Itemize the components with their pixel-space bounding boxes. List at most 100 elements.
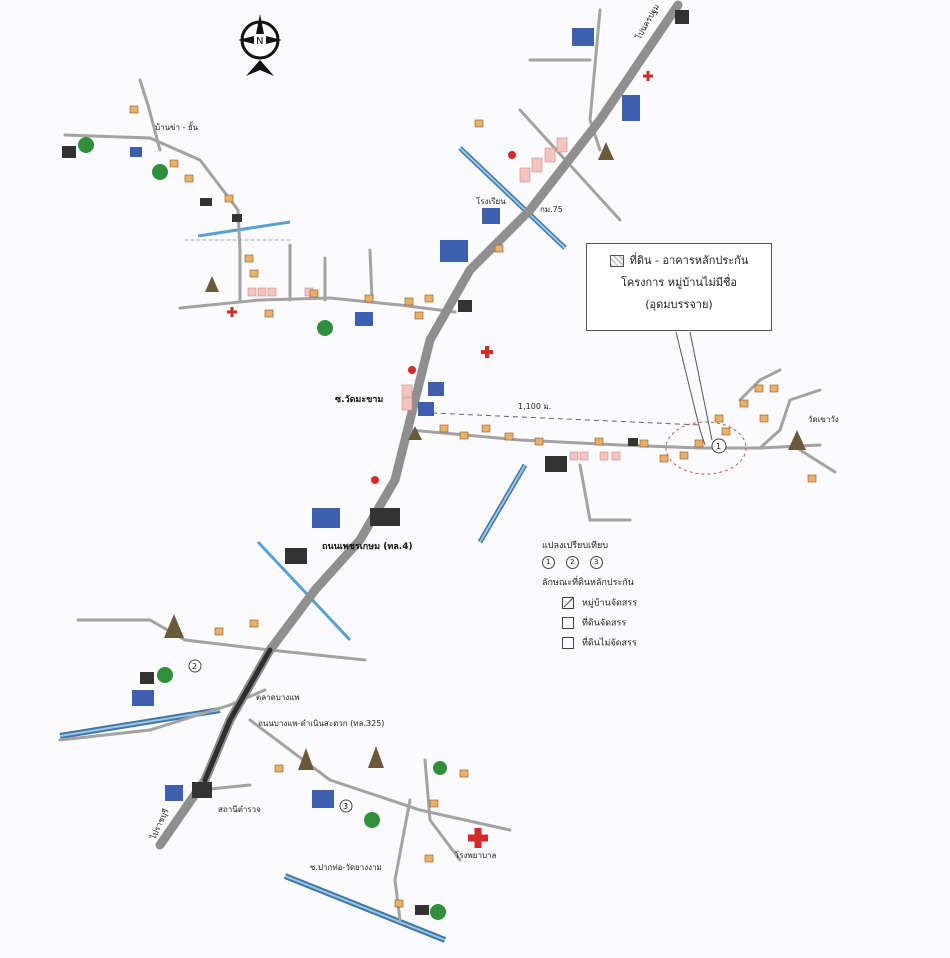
hospital-icon bbox=[227, 307, 237, 317]
ref-label-2: 2 bbox=[192, 662, 197, 671]
ban-kha-label: บ้านข่า - ยั้น bbox=[155, 121, 199, 132]
distance-label: 1,100 ม. bbox=[518, 402, 551, 411]
distance-line bbox=[431, 412, 701, 426]
main-road-label: ถนนเพชรเกษม (ทล.4) bbox=[322, 542, 413, 552]
tree-icon bbox=[317, 320, 333, 336]
buildings bbox=[130, 28, 640, 808]
road-upper-left-branch bbox=[63, 133, 242, 302]
temples bbox=[164, 142, 806, 770]
legend-title: แปลงเปรียบเทียบ bbox=[542, 541, 609, 551]
legend-item-subdivision-land: ที่ดินจัดสรร bbox=[562, 617, 696, 629]
checked-box-icon bbox=[562, 597, 574, 609]
road-east-to-site bbox=[408, 428, 822, 450]
road-site-north bbox=[738, 368, 782, 402]
building-icon bbox=[482, 208, 500, 224]
canal-upper-left bbox=[197, 220, 291, 238]
temple-icon bbox=[298, 748, 314, 770]
unchecked-box-icon bbox=[562, 617, 574, 629]
hospital-icon bbox=[468, 828, 488, 848]
legend-circle-2: 2 bbox=[565, 556, 579, 569]
north-compass: N bbox=[238, 14, 282, 76]
road-west-main bbox=[178, 296, 457, 314]
canal-north-light bbox=[459, 147, 566, 249]
info-pointer bbox=[675, 331, 706, 446]
road-site-loop bbox=[758, 388, 822, 450]
temple-icon bbox=[408, 426, 422, 440]
building-icon bbox=[418, 402, 434, 416]
north-letter: N bbox=[256, 36, 263, 47]
temple-icon bbox=[368, 746, 384, 768]
red-marker-icon bbox=[408, 366, 416, 374]
canal-middle-light bbox=[479, 464, 526, 543]
building-icon bbox=[312, 508, 340, 528]
hatch-swatch-icon bbox=[609, 255, 624, 267]
canal-diagonal bbox=[256, 540, 352, 642]
tree-icon bbox=[78, 137, 94, 153]
building-icon bbox=[312, 790, 334, 808]
legend-item-subdivision-village: หมู่บ้านจัดสรร bbox=[562, 597, 696, 609]
info-line-1: ที่ดิน - อาคารหลักประกัน bbox=[587, 250, 771, 272]
legend-subtitle: ลักษณะที่ดินหลักประกัน bbox=[542, 578, 634, 588]
police-label: สถานีตำรวจ bbox=[218, 805, 261, 814]
building-icon bbox=[622, 95, 640, 121]
subject-site-marker bbox=[665, 421, 747, 475]
school-building-icon bbox=[572, 28, 594, 46]
canal-southwest-light bbox=[59, 709, 221, 737]
road-325-label: ถนนบางแพ-ดำเนินสะดวก (ทล.325) bbox=[258, 719, 384, 728]
school-label: โรงเรียน bbox=[476, 196, 506, 206]
road-south-325 bbox=[248, 718, 512, 832]
canal-south-light bbox=[284, 875, 446, 941]
building-icon bbox=[428, 382, 444, 396]
hospitals bbox=[227, 71, 653, 848]
hospital-icon bbox=[643, 71, 653, 81]
pak-tho-label: ซ.ปากท่อ-วัดยางงาม bbox=[310, 863, 382, 872]
frontage-lots bbox=[247, 137, 621, 461]
tree-icon bbox=[433, 761, 447, 775]
canals bbox=[59, 146, 567, 943]
info-line-3: (อุดมบรรจาย) bbox=[645, 298, 713, 311]
building-icon bbox=[355, 312, 373, 326]
info-line-2: โครงการ หมู่บ้านไม่มีชื่อ bbox=[620, 276, 738, 289]
tree-icon bbox=[430, 904, 446, 920]
legend-item-non-subdivision-land: ที่ดินไม่จัดสรร bbox=[562, 637, 696, 649]
road-left-spur bbox=[138, 78, 162, 152]
ref-label-3: 3 bbox=[343, 802, 348, 811]
road-branch-up-3 bbox=[368, 248, 374, 302]
road-south-branch-2 bbox=[423, 758, 462, 862]
road-east-spur bbox=[578, 463, 632, 522]
info-pointer-2 bbox=[689, 331, 713, 441]
legend-circle-1: 1 bbox=[542, 556, 555, 569]
trees bbox=[78, 137, 447, 920]
collateral-info-box: ที่ดิน - อาคารหลักประกัน โครงการ หมู่บ้า… bbox=[586, 243, 772, 331]
map-legend: แปลงเปรียบเทียบ 1 2 3 ลักษณะที่ดินหลักปร… bbox=[536, 538, 696, 649]
tree-icon bbox=[364, 812, 380, 828]
tree-icon bbox=[157, 667, 173, 683]
hospital-label: โรงพยาบาล bbox=[455, 850, 497, 860]
building-icon bbox=[130, 147, 142, 157]
minor-roads bbox=[58, 8, 837, 922]
unchecked-box-icon bbox=[562, 637, 574, 649]
road-site-east bbox=[798, 448, 837, 474]
soi-wat-label: ซ.วัดมะขาม bbox=[335, 394, 383, 405]
road-north-east-1 bbox=[588, 8, 602, 152]
main-highway bbox=[155, 0, 683, 850]
houses bbox=[129, 105, 817, 908]
building-icon bbox=[440, 240, 468, 262]
temple-icon bbox=[788, 430, 806, 450]
building-icon bbox=[165, 785, 183, 801]
dark-structures bbox=[62, 10, 689, 915]
temple-label: วัดเขาวัง bbox=[808, 415, 839, 424]
temple-icon bbox=[164, 614, 184, 638]
ref-label-1: 1 bbox=[716, 442, 721, 451]
red-marker-icon bbox=[508, 151, 516, 159]
legend-circles: 1 2 3 bbox=[542, 556, 696, 569]
reference-points bbox=[188, 438, 727, 813]
temple-icon bbox=[205, 276, 219, 292]
tree-icon bbox=[152, 164, 168, 180]
red-marker-icon bbox=[371, 476, 379, 484]
legend-circle-3: 3 bbox=[589, 556, 603, 569]
building-icon bbox=[132, 690, 154, 706]
km-label: กม.75 bbox=[540, 205, 563, 214]
market-label: ตลาดบางแพ bbox=[256, 693, 300, 702]
